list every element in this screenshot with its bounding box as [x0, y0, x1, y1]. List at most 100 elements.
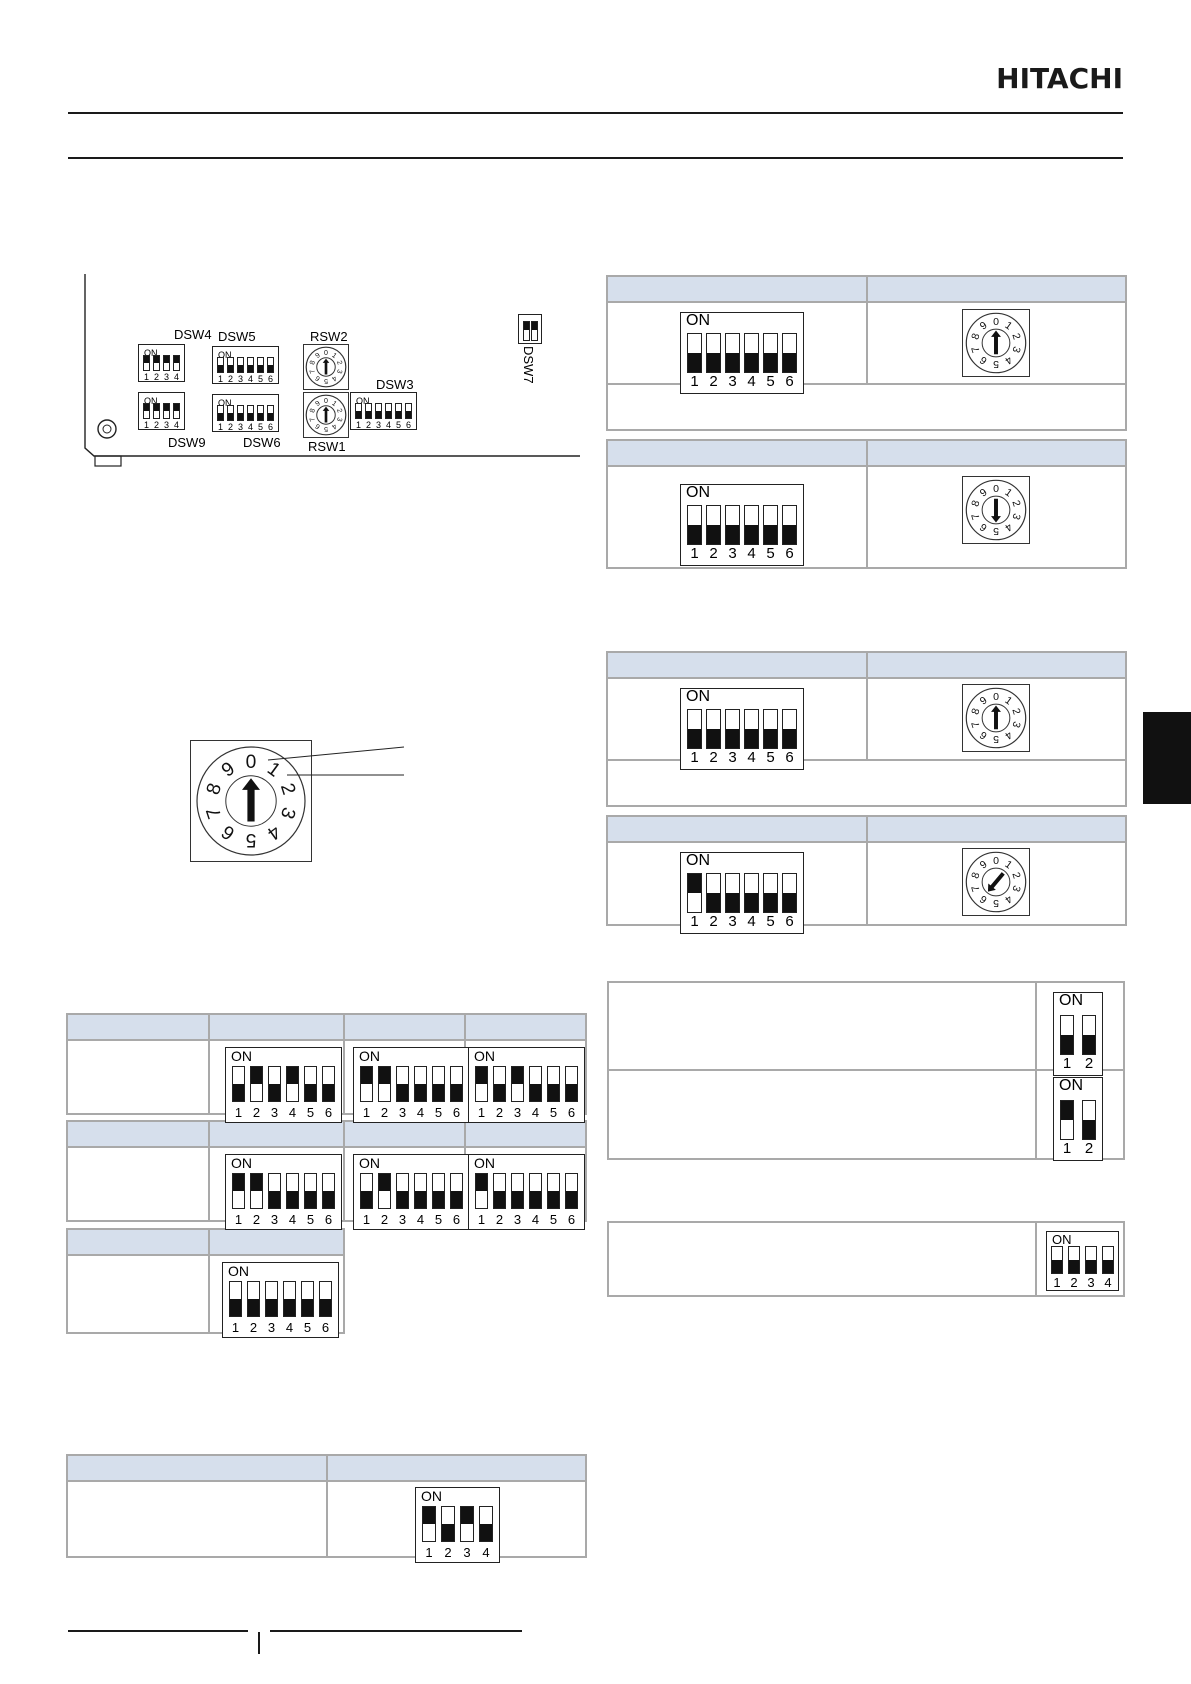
rotary-digit: 1	[1002, 858, 1014, 871]
dip-lever	[475, 1066, 488, 1102]
dip-lever	[687, 873, 702, 913]
rotary-digit: 7	[309, 416, 317, 422]
dip-lever	[706, 505, 721, 545]
rotary-digit: 4	[1002, 520, 1014, 533]
rotary-arrow	[322, 358, 330, 375]
footer-rule-left	[68, 1630, 248, 1632]
dip-lever	[250, 1173, 263, 1209]
section-tab-marker	[1143, 712, 1191, 804]
rotary-digit: 8	[309, 360, 317, 366]
dip-number: 5	[549, 1212, 558, 1227]
rotary-digit: 0	[246, 752, 257, 773]
dip-on-label: ON	[1059, 1077, 1083, 1094]
dip-lever	[395, 403, 402, 419]
dip-number: 2	[1070, 1275, 1078, 1290]
dip-number: 4	[173, 372, 179, 382]
dip-number: 4	[482, 1545, 490, 1560]
dip-number: 5	[257, 422, 263, 432]
dip-number: 1	[1053, 1275, 1061, 1290]
dip-lever	[744, 333, 759, 373]
dip-number: 1	[143, 372, 149, 382]
dip-lever	[232, 1173, 245, 1209]
dip-number: 5	[434, 1212, 443, 1227]
dip-number: 3	[267, 1320, 276, 1335]
dip-number: 3	[513, 1105, 522, 1120]
dip-lever	[529, 1173, 542, 1209]
dip-on-label: ON	[474, 1048, 495, 1064]
dip-lever	[237, 357, 244, 373]
dip-number: 6	[324, 1212, 333, 1227]
right-table-4	[606, 815, 1127, 926]
rotary-digit: 9	[978, 858, 990, 871]
rotary-digit: 1	[1002, 319, 1014, 332]
dip-number: 4	[385, 420, 391, 430]
dip-number: 3	[398, 1212, 407, 1227]
right-table-6	[607, 1221, 1125, 1297]
dip-lever	[1060, 1100, 1074, 1140]
rotary-digit: 8	[969, 871, 982, 880]
rotary-digit: 7	[969, 720, 982, 729]
rotary-digit: 3	[1009, 345, 1022, 354]
dip-lever	[217, 405, 224, 421]
rotary-digit: 8	[969, 332, 982, 341]
dip-number: 2	[227, 374, 233, 384]
dip-on-label: ON	[144, 348, 158, 358]
rsw1-label: RSW1	[308, 439, 346, 454]
dip-lever	[706, 333, 721, 373]
rotary-digit: 4	[330, 422, 337, 430]
dip-number: 5	[303, 1320, 312, 1335]
dip-number: 6	[785, 545, 794, 562]
dip-number: 2	[249, 1320, 258, 1335]
dsw3-label: DSW3	[376, 377, 414, 392]
dip-lever	[441, 1506, 455, 1542]
dip-lever	[782, 505, 797, 545]
rotary-digit: 9	[978, 319, 990, 332]
dip-number: 2	[153, 420, 159, 430]
dip-number: 4	[416, 1212, 425, 1227]
dip-number: 6	[321, 1320, 330, 1335]
dip-number: 6	[785, 373, 794, 390]
dip-lever	[529, 1066, 542, 1102]
rotary-digit: 2	[335, 360, 343, 366]
dip-lever	[143, 403, 150, 419]
dsw7-switch	[518, 314, 542, 344]
rotary-digit: 6	[218, 820, 239, 843]
rotary-digit: 5	[993, 525, 999, 537]
dip-lever	[396, 1066, 409, 1102]
dip-number: 4	[247, 374, 253, 384]
hitachi-logo: HITACHI	[996, 62, 1123, 95]
dsw6-label: DSW6	[243, 435, 281, 450]
dip-number: 5	[306, 1212, 315, 1227]
dip-number: 1	[690, 545, 699, 562]
dip-lever	[267, 357, 274, 373]
rotary-digit: 6	[978, 728, 990, 741]
dip-on-label: ON	[144, 396, 158, 406]
dip-number: 1	[1062, 1140, 1072, 1157]
dip-lever	[450, 1066, 463, 1102]
rotary-digit: 1	[263, 758, 284, 781]
rotary-digit: 0	[993, 855, 999, 867]
rotary-digit: 0	[993, 316, 999, 328]
dip-on-label: ON	[1059, 992, 1083, 1009]
dip-number: 6	[452, 1105, 461, 1120]
dip-lever	[725, 709, 740, 749]
dip-number: 4	[416, 1105, 425, 1120]
dip-on-label: ON	[356, 396, 370, 406]
dip-lever	[268, 1173, 281, 1209]
rotary-digit: 7	[969, 512, 982, 521]
dsw-setting-table-4	[66, 1454, 587, 1558]
dip-number: 1	[217, 374, 223, 384]
dip-lever	[422, 1506, 436, 1542]
dip-number: 3	[270, 1105, 279, 1120]
